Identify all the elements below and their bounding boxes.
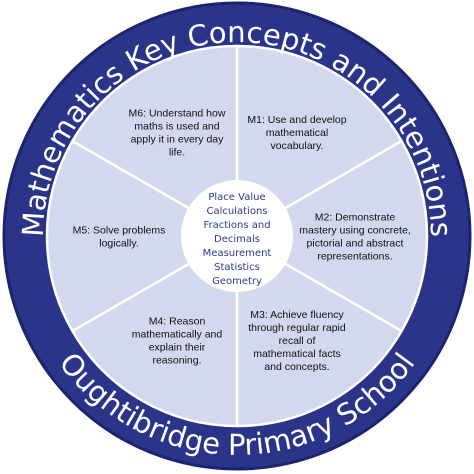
segment-m4 [70, 233, 239, 428]
segment-text-line: mastery using concrete, [299, 225, 410, 237]
segment-text-line: logically. [99, 238, 139, 250]
segment-text-line: explain their [149, 341, 206, 353]
segment-text-line: and concepts. [264, 361, 329, 373]
segment-text-line: mathematical [266, 127, 328, 139]
center-topics: Place Value Calculations Fractions and D… [203, 192, 272, 287]
segment-text-line: maths is used and [134, 121, 219, 133]
segment-text-line: M5: Solve problems [73, 225, 166, 237]
segment-text-line: pictorial and abstract [307, 238, 404, 250]
segment-text-line: vocabulary. [271, 140, 324, 152]
segment-text-line: apply it in every day [131, 134, 225, 146]
center-topic: Measurement [203, 248, 272, 259]
center-circle [181, 180, 293, 292]
center-topic: Statistics [214, 262, 260, 273]
segment-text-line: mathematical facts [253, 348, 341, 360]
segment-m5 [45, 139, 240, 333]
center-topic: Geometry [212, 276, 262, 287]
segment-text-line: representations. [317, 251, 392, 263]
center-topic: Place Value [208, 192, 265, 203]
segment-text-line: recall of [279, 335, 316, 347]
segment-text-line: reasoning. [152, 354, 201, 366]
segment-text-line: through regular rapid [248, 322, 346, 334]
segment-text-line: M3: Achieve fluency [250, 309, 344, 321]
segment-m3 [235, 233, 404, 428]
segment-m6 [70, 44, 239, 239]
segment-text-line: M2: Demonstrate [315, 212, 396, 224]
segment-text-line: M4: Reason [149, 315, 206, 327]
segment-text-line: M6: Understand how [129, 108, 226, 120]
segment-m1 [235, 44, 404, 239]
center-topic: Decimals [214, 234, 260, 245]
segment-text-line: mathematically and [132, 328, 223, 340]
segment-text-line: life. [169, 147, 185, 159]
segment-text-line: M1: Use and develop [247, 114, 346, 126]
center-topic: Fractions and [203, 220, 270, 231]
center-topic: Calculations [207, 206, 268, 217]
segment-m2 [234, 139, 429, 333]
